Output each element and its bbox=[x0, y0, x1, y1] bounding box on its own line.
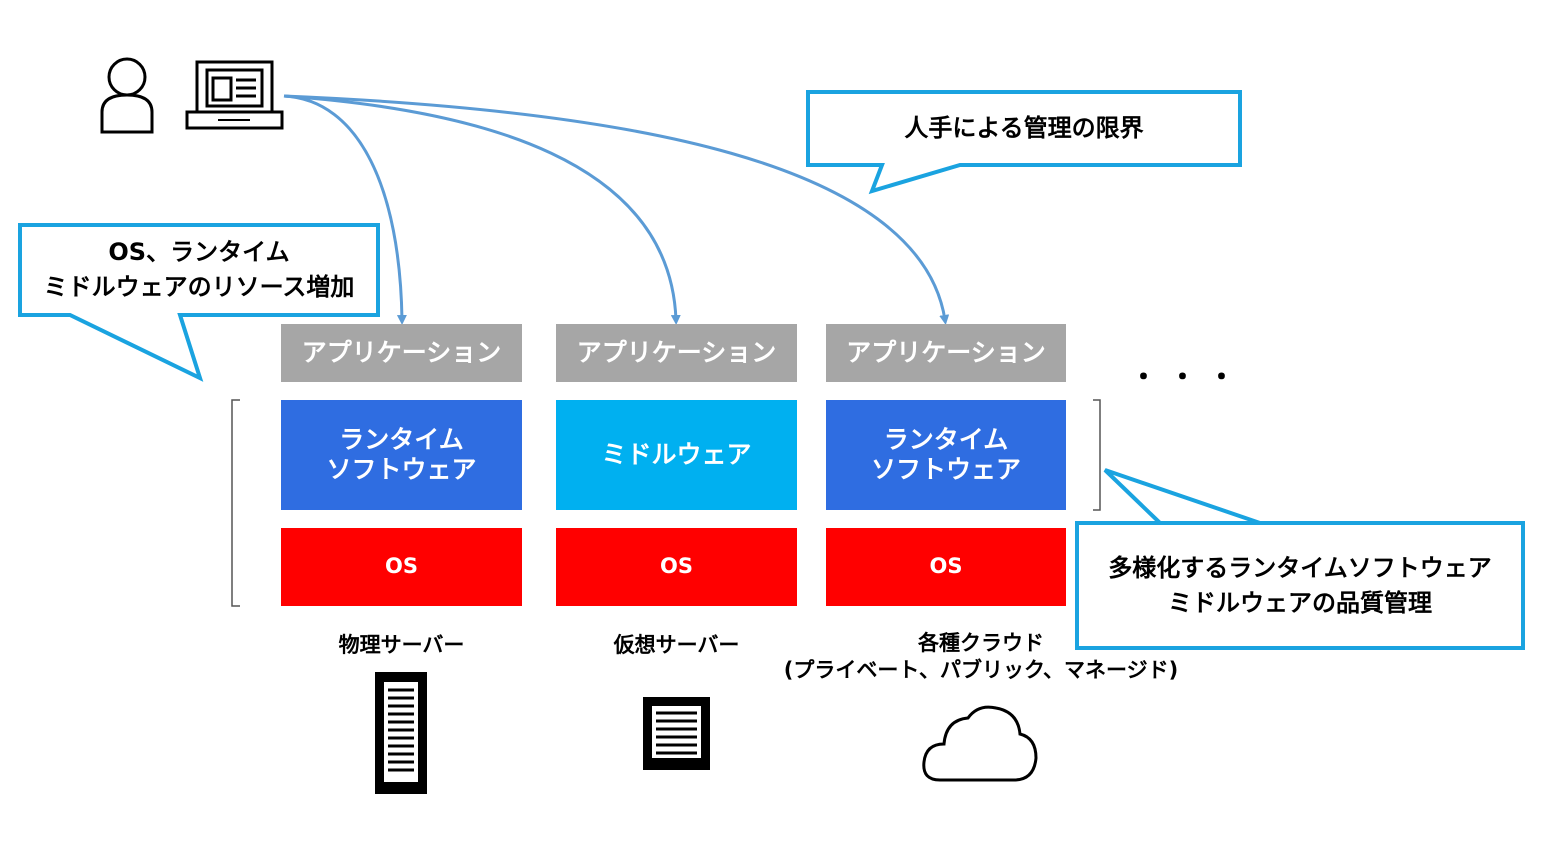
access-arrows bbox=[283, 94, 950, 325]
laptop-icon bbox=[185, 60, 284, 130]
runtime-label-line1: ランタイム bbox=[883, 425, 1009, 454]
right-bracket bbox=[1093, 399, 1101, 511]
label-virtual-server: 仮想サーバー bbox=[613, 633, 740, 657]
callout-resource-line1: OS、ランタイム bbox=[108, 238, 290, 267]
label-cloud-line1: 各種クラウド bbox=[918, 631, 1044, 655]
cloud-icon bbox=[922, 705, 1038, 782]
callout-manual-limit-text: 人手による管理の限界 bbox=[808, 92, 1240, 165]
more-ellipsis: ･･･ bbox=[1135, 358, 1252, 398]
callout-quality-line1: 多様化するランタイムソフトウェア bbox=[1108, 553, 1492, 582]
left-bracket bbox=[231, 399, 240, 607]
arrow-to-physical bbox=[283, 94, 407, 325]
server-rack-icon bbox=[375, 672, 427, 794]
runtime-label-line2: ソフトウェア bbox=[326, 455, 477, 484]
stack-physical-runtime: ランタイム ソフトウェア bbox=[281, 400, 522, 510]
stack-virtual-application: アプリケーション bbox=[556, 324, 797, 382]
label-physical-server: 物理サーバー bbox=[338, 633, 465, 657]
callout-resource-increase-text: OS、ランタイム ミドルウェアのリソース増加 bbox=[20, 225, 378, 315]
label-cloud-line2: (プライベート、パブリック、マネージド) bbox=[783, 658, 1179, 683]
runtime-label-line1: ランタイム bbox=[339, 425, 464, 454]
label-cloud: 各種クラウド (プライベート、パブリック、マネージド) bbox=[766, 630, 1196, 685]
arrow-to-virtual bbox=[283, 94, 681, 325]
stack-virtual-middleware: ミドルウェア bbox=[556, 400, 797, 510]
callout-quality bbox=[1075, 468, 1525, 650]
user-icon bbox=[100, 57, 154, 134]
callout-manual-limit-label: 人手による管理の限界 bbox=[904, 114, 1144, 143]
callout-quality-text: 多様化するランタイムソフトウェア ミドルウェアの品質管理 bbox=[1077, 523, 1523, 648]
stack-physical-os: OS bbox=[281, 528, 522, 606]
stack-cloud-runtime: ランタイム ソフトウェア bbox=[826, 400, 1066, 510]
callout-resource-increase bbox=[18, 223, 380, 382]
callout-manual-limit bbox=[806, 90, 1242, 195]
callout-quality-line2: ミドルウェアの品質管理 bbox=[1168, 588, 1432, 617]
stack-cloud-os: OS bbox=[826, 528, 1066, 606]
callout-resource-line2: ミドルウェアのリソース増加 bbox=[43, 273, 355, 301]
arrow-to-cloud bbox=[283, 94, 950, 325]
stack-physical-application: アプリケーション bbox=[281, 324, 522, 382]
stack-cloud-application: アプリケーション bbox=[826, 324, 1066, 382]
runtime-label-line2: ソフトウェア bbox=[870, 455, 1021, 484]
virtual-server-icon bbox=[643, 697, 710, 770]
stack-virtual-os: OS bbox=[556, 528, 797, 606]
